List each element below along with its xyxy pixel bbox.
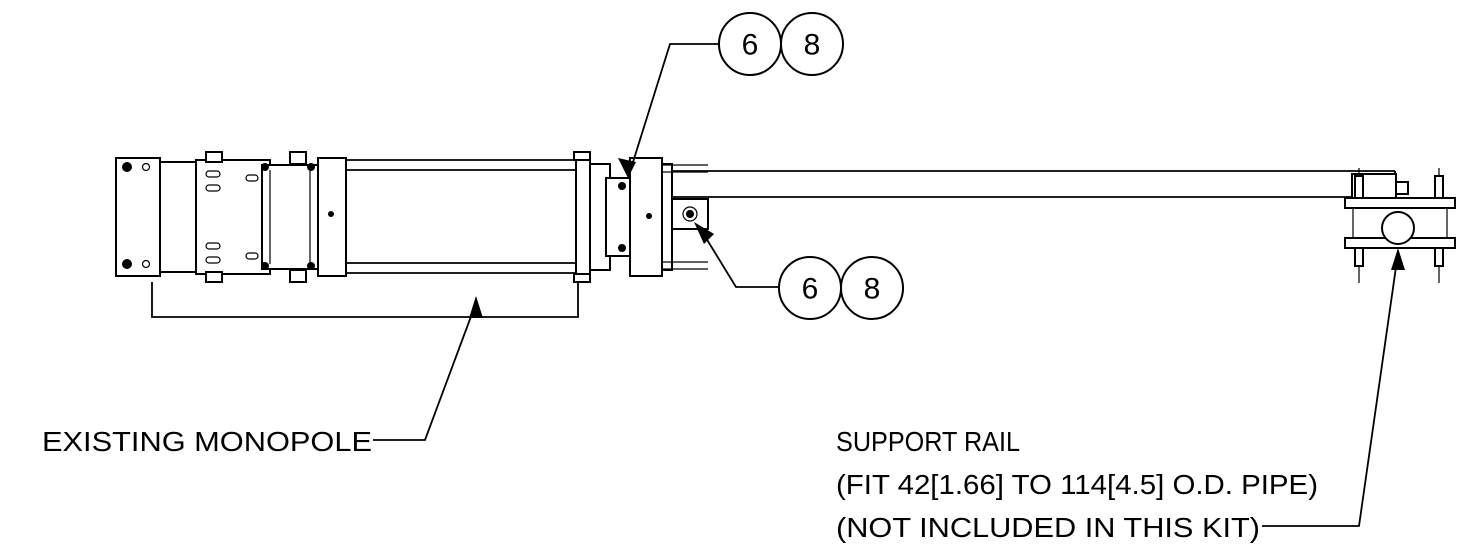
callout-bubble-bottom-b (840, 256, 904, 320)
support-rail-label: SUPPORT RAIL (836, 426, 1020, 457)
monopole-bracket (151, 282, 579, 441)
callout-bottom-a-number: 6 (802, 273, 819, 306)
existing-monopole-label: EXISTING MONOPOLE (42, 426, 372, 457)
support-rail-fit-label: (FIT 42[1.66] TO 114[4.5] O.D. PIPE) (836, 469, 1318, 500)
mount-plate-left (115, 157, 197, 277)
callout-bottom: 6 8 (778, 256, 904, 320)
pipe-clamp-assembly (1344, 168, 1456, 283)
callout-bottom-b-number: 8 (864, 273, 881, 306)
support-rail-not-included-label: (NOT INCLUDED IN THIS KIT) (836, 512, 1260, 543)
channel-rails (346, 159, 576, 274)
callout-top: 6 8 (718, 12, 844, 76)
callout-top-b-number: 8 (804, 29, 821, 62)
callout-bubble-top-b (780, 12, 844, 76)
callout-top-a-number: 6 (742, 29, 759, 62)
clamp-section-left (261, 151, 347, 283)
bracket-plate-slotted (195, 151, 271, 283)
callout-leaders (618, 43, 1405, 527)
clamp-section-right (573, 151, 708, 283)
horizontal-arm (671, 170, 1396, 230)
